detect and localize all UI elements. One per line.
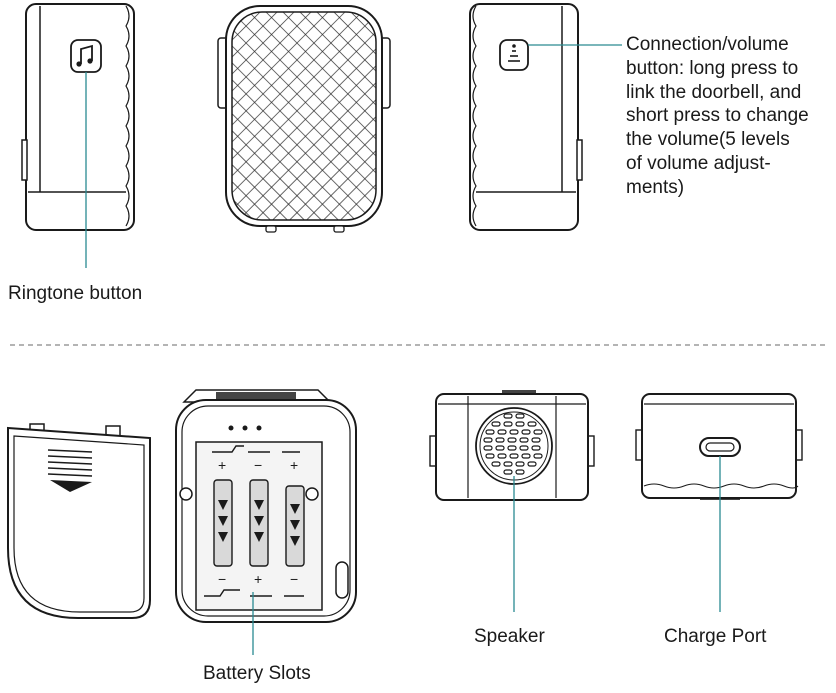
- connection-label-line-3: link the doorbell, and: [626, 81, 802, 103]
- usb-c-port-icon: [699, 437, 741, 457]
- volume-link-icon: [499, 39, 529, 71]
- speaker-label: Speaker: [474, 626, 545, 647]
- battery-cover: [7, 423, 151, 619]
- device-left-side-view: [21, 3, 135, 231]
- device-front-view: [217, 5, 391, 233]
- connection-label-line-6: of volume adjust-: [626, 152, 771, 174]
- speaker-bottom-view: [429, 390, 595, 501]
- connection-label-line-4: short press to change: [626, 105, 809, 127]
- connection-label-line-1: Connection/volume: [626, 34, 789, 55]
- battery-polarity-plus-1: +: [218, 457, 226, 473]
- charge-port-label: Charge Port: [664, 626, 767, 647]
- battery-slots-label: Battery Slots: [203, 663, 311, 684]
- connection-label-line-2: button: long press to: [626, 57, 799, 79]
- battery-compartment: + − + − + −: [175, 389, 357, 623]
- music-note-icon: [70, 39, 102, 73]
- ringtone-button-label: Ringtone button: [8, 283, 143, 304]
- battery-polarity-minus-1: −: [254, 457, 262, 473]
- device-right-side-view: [469, 3, 583, 231]
- connection-label-line-5: the volume(5 levels: [626, 129, 790, 150]
- connection-label-line-7: ments): [626, 176, 685, 198]
- battery-polarity-minus-2: −: [218, 571, 226, 587]
- battery-polarity-minus-3: −: [290, 571, 298, 587]
- connection-button-label: Connection/volume button: long press to …: [626, 33, 832, 199]
- battery-polarity-plus-2: +: [290, 457, 298, 473]
- battery-polarity-plus-3: +: [254, 571, 262, 587]
